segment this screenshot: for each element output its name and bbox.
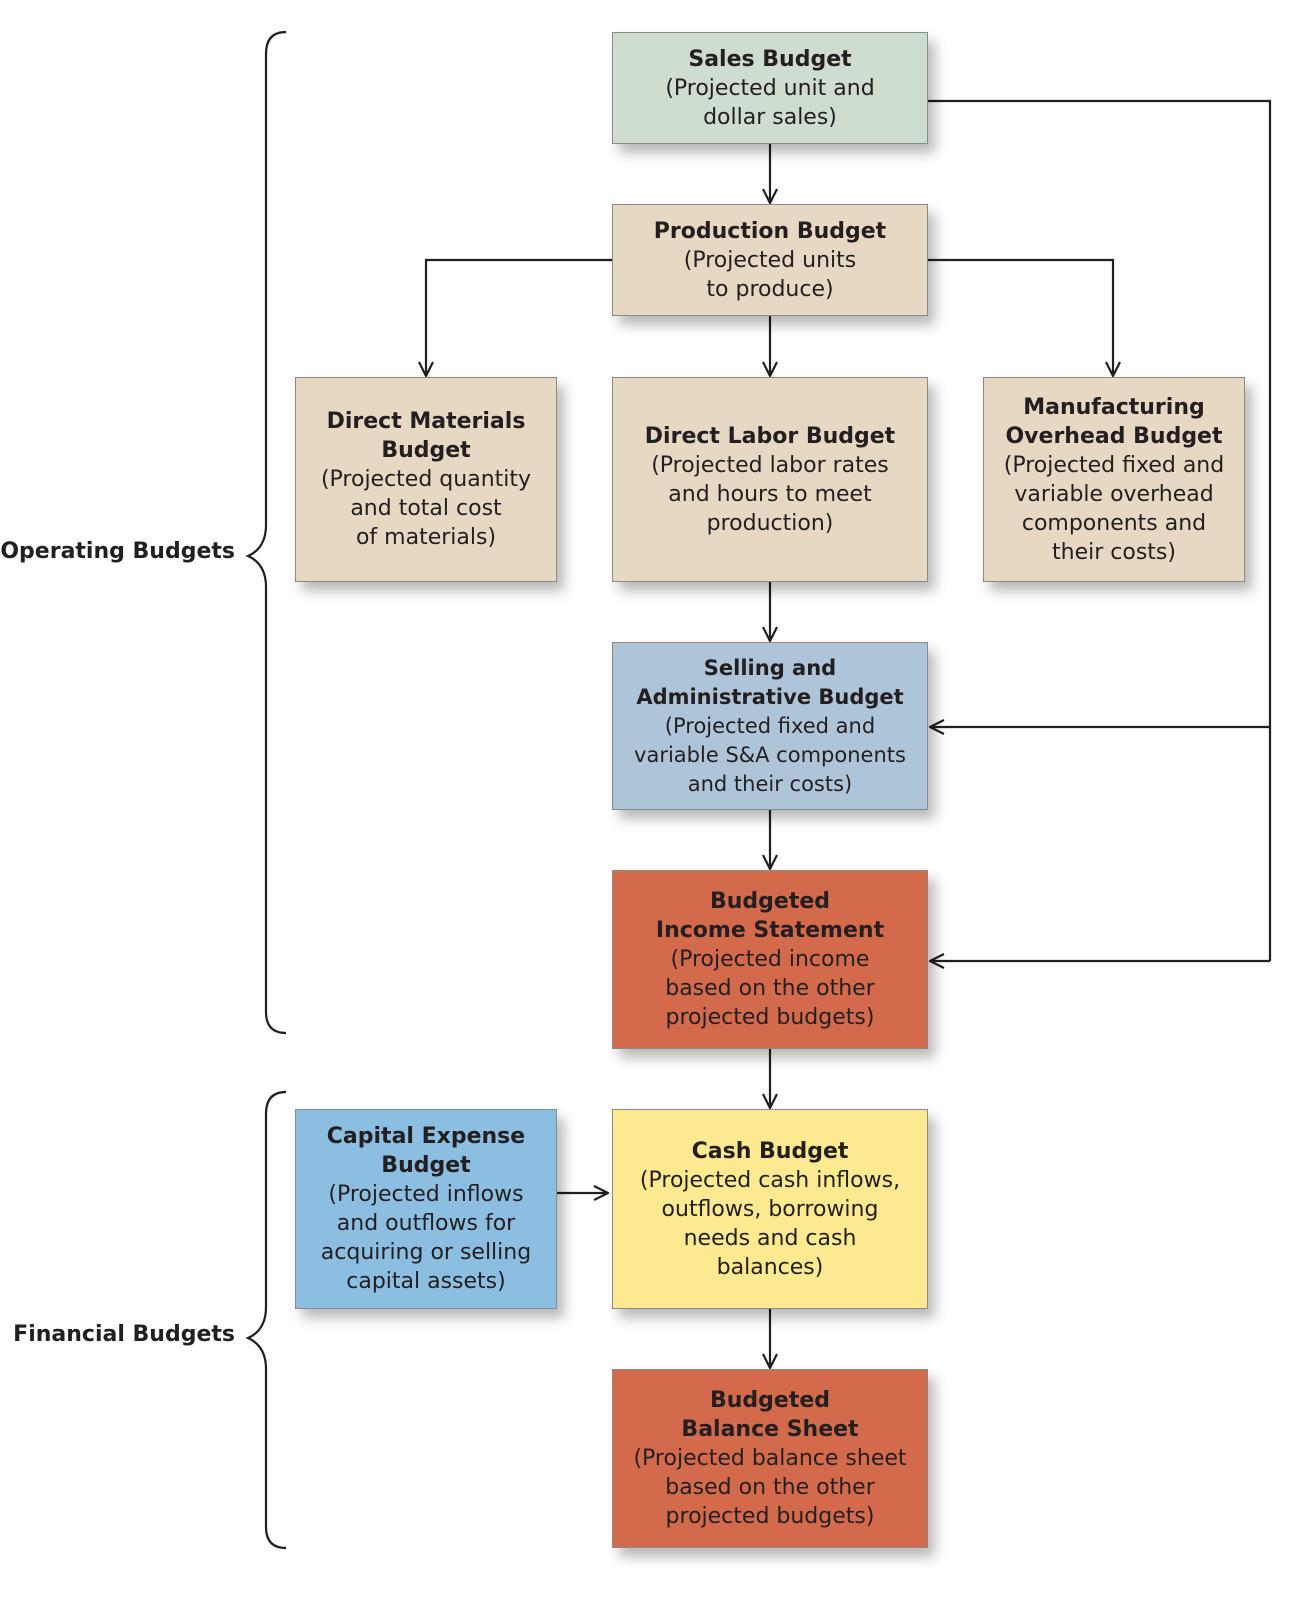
budgeted-balance-sheet-title: Budgeted Balance Sheet: [681, 1388, 859, 1442]
production-budget-title: Production Budget: [653, 218, 887, 244]
capital-expense-budget-title: Capital Expense Budget: [326, 1124, 526, 1178]
direct-materials-budget-title: Direct Materials Budget: [326, 409, 526, 463]
direct-materials-budget-description: (Projected quantity and total cost of ma…: [320, 467, 532, 550]
budgeted-income-statement-description: (Projected income based on the other pro…: [665, 947, 875, 1030]
selling-admin-budget-description: (Projected fixed and variable S&A compon…: [634, 713, 906, 796]
production-budget-description: (Projected units to produce): [683, 247, 857, 302]
financial-budgets-label: Financial Budgets: [13, 1322, 235, 1347]
cash-budget-box: Cash Budget (Projected cash inflows, out…: [612, 1109, 928, 1309]
direct-labor-budget-title: Direct Labor Budget: [644, 423, 896, 449]
sales-budget-box: Sales Budget (Projected unit and dollar …: [612, 32, 928, 144]
direct-labor-budget-box: Direct Labor Budget (Projected labor rat…: [612, 377, 928, 582]
sales-budget-description: (Projected unit and dollar sales): [665, 75, 875, 130]
manufacturing-overhead-budget-description: (Projected fixed and variable overhead c…: [1003, 452, 1225, 565]
direct-materials-budget-box: Direct Materials Budget (Projected quant…: [295, 377, 557, 582]
selling-admin-budget-title: Selling and Administrative Budget: [636, 655, 904, 709]
sales-budget-title: Sales Budget: [688, 46, 852, 72]
operating-budgets-label: Operating Budgets: [0, 539, 235, 564]
budgeted-income-statement-title: Budgeted Income Statement: [655, 889, 885, 943]
arrow-production-to-manufacturing-overhead: [928, 258, 1113, 376]
cash-budget-description: (Projected cash inflows, outflows, borro…: [639, 1167, 901, 1280]
operating-group-brace: [245, 30, 287, 1035]
manufacturing-overhead-budget-box: Manufacturing Overhead Budget (Projected…: [983, 377, 1245, 582]
manufacturing-overhead-budget-title: Manufacturing Overhead Budget: [1005, 394, 1223, 449]
direct-labor-budget-description: (Projected labor rates and hours to meet…: [651, 452, 889, 536]
cash-budget-title: Cash Budget: [691, 1138, 849, 1164]
arrow-production-to-direct-materials: [426, 258, 612, 376]
line-sales-to-right-rail: [928, 99, 1272, 961]
selling-admin-budget-box: Selling and Administrative Budget (Proje…: [612, 642, 928, 810]
budgeted-balance-sheet-description: (Projected balance sheet based on the ot…: [633, 1446, 907, 1529]
production-budget-box: Production Budget (Projected units to pr…: [612, 204, 928, 316]
capital-expense-budget-description: (Projected inflows and outflows for acqu…: [320, 1182, 532, 1294]
budgeted-balance-sheet-box: Budgeted Balance Sheet (Projected balanc…: [612, 1369, 928, 1548]
capital-expense-budget-box: Capital Expense Budget (Projected inflow…: [295, 1109, 557, 1309]
budgeted-income-statement-box: Budgeted Income Statement (Projected inc…: [612, 870, 928, 1049]
financial-group-brace: [245, 1090, 287, 1550]
